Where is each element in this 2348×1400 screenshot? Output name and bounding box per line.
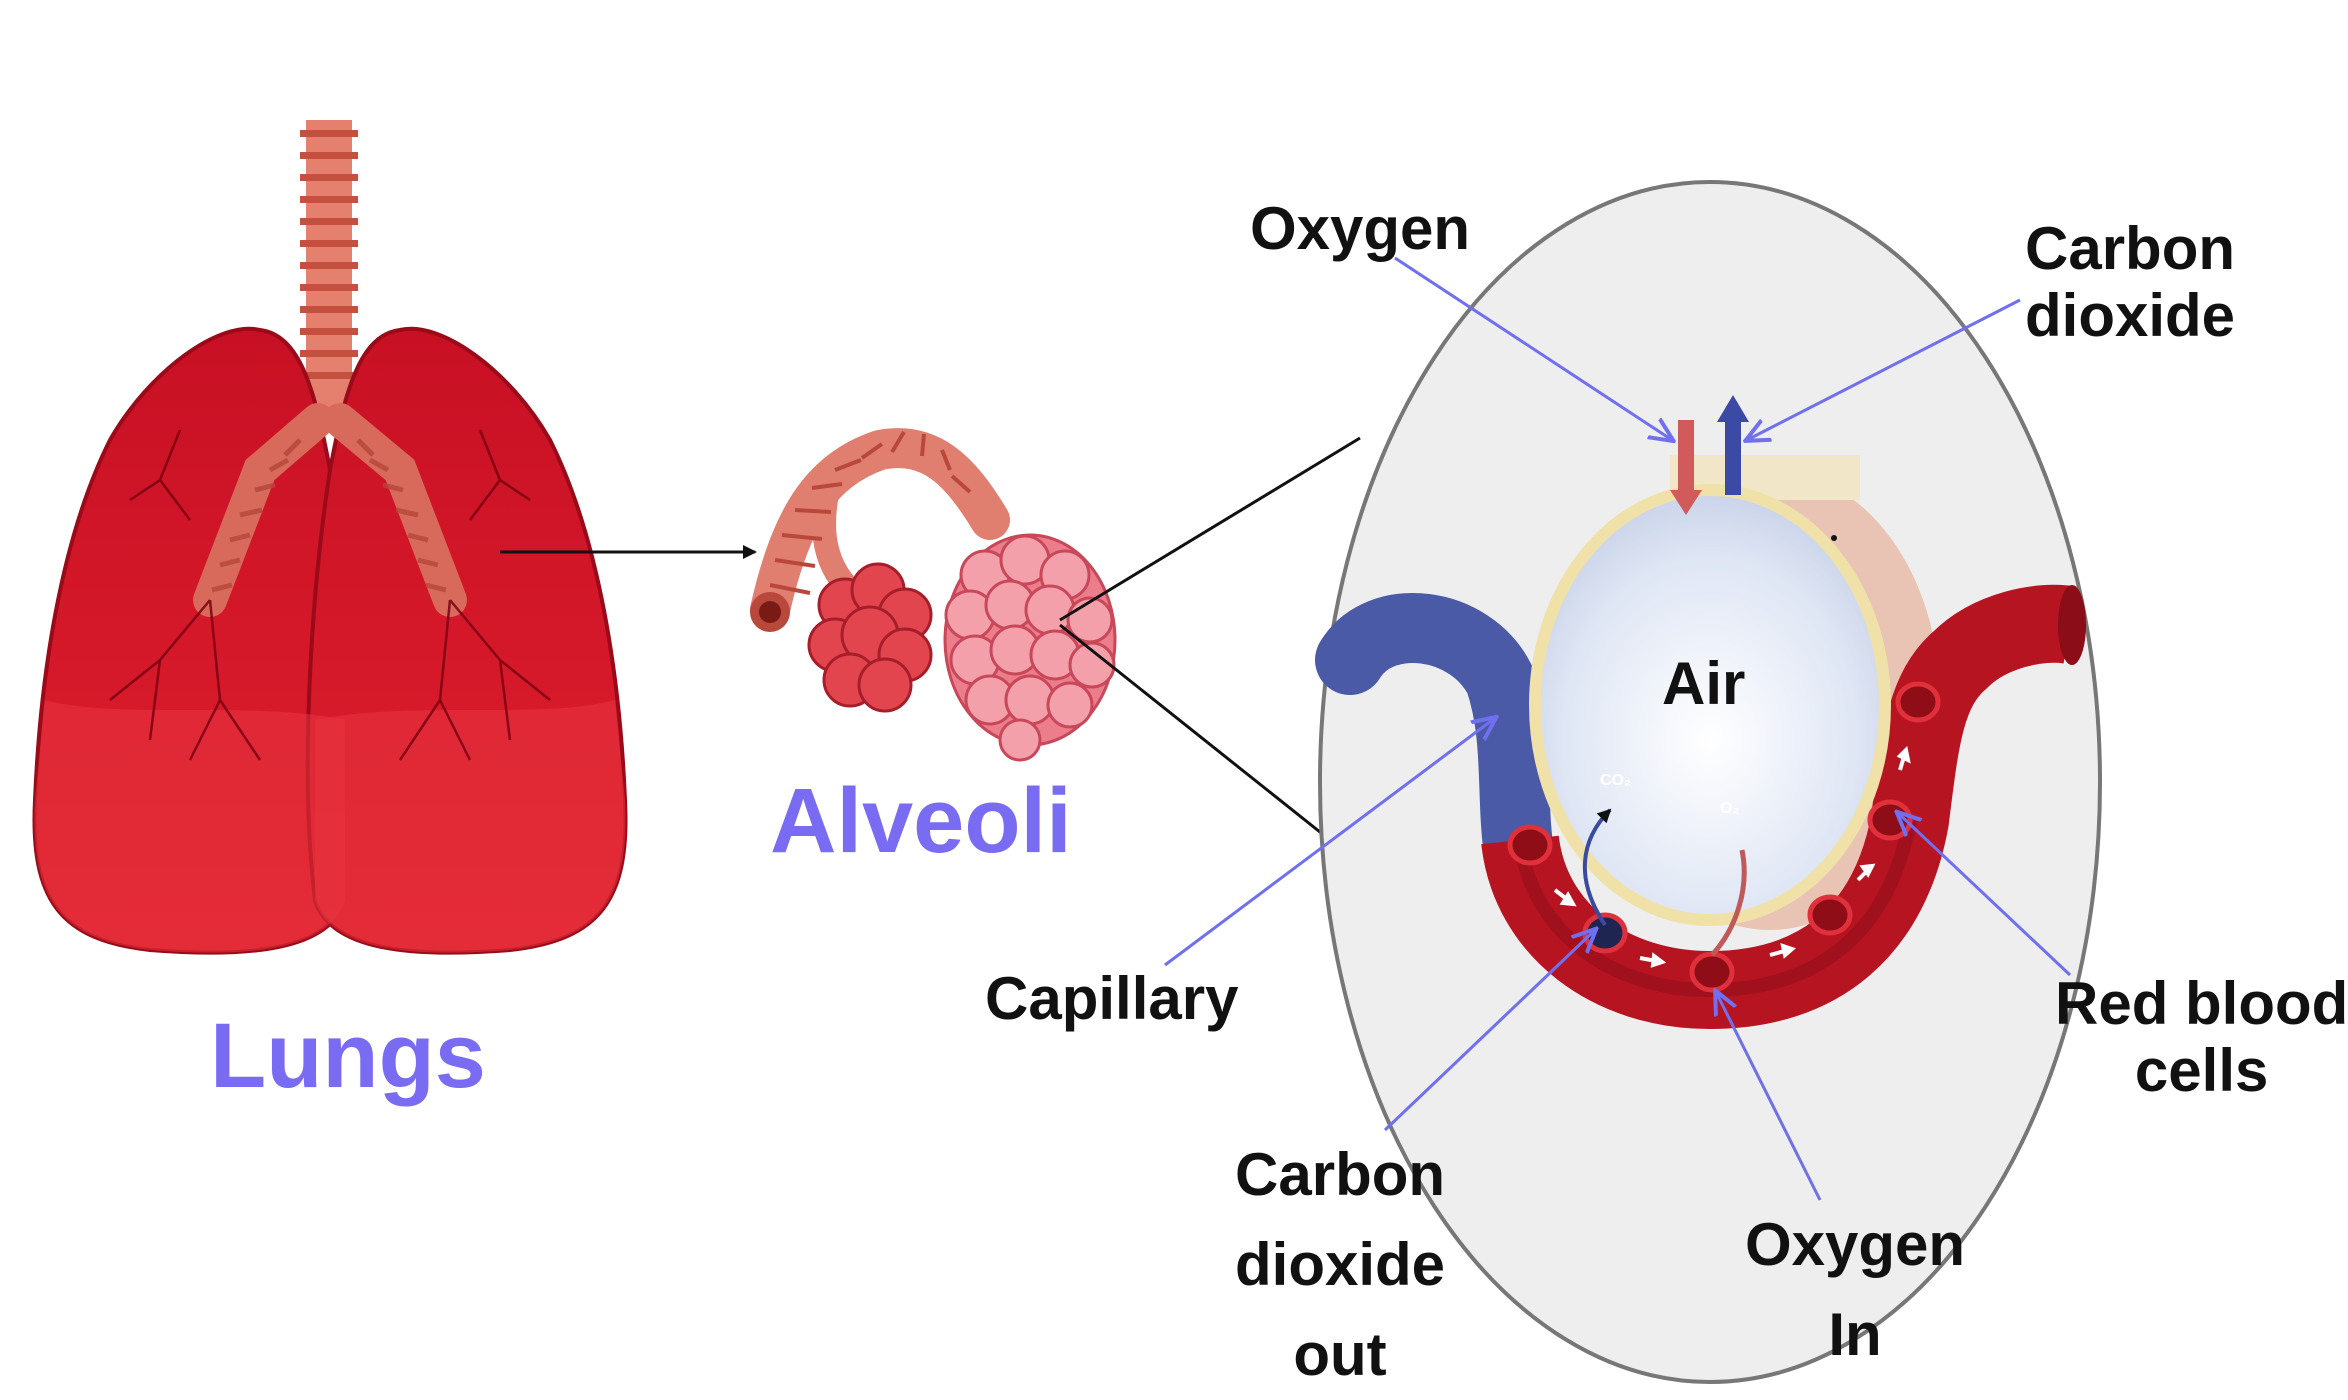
zoom-line-top <box>1059 436 1361 622</box>
air-label: Air <box>1662 650 1746 717</box>
carbon-dioxide-out-label: Carbon dioxide out <box>1235 1130 1445 1400</box>
o2-exchange-arrow <box>1710 849 1747 957</box>
o2-small-label: O₂ <box>1720 800 1740 817</box>
capillary-vein <box>1315 593 1555 895</box>
oxygen-in-arrow <box>1670 420 1702 515</box>
alveoli-label: Alveoli <box>770 770 1072 872</box>
lungs-label: Lungs <box>210 1005 486 1107</box>
air-sac <box>1529 484 1891 926</box>
red-blood-cells-line2: cells <box>2134 1037 2269 1105</box>
carbon-dioxide-top-line2: dioxide <box>2025 282 2236 350</box>
red-blood-cells-label: Red blood cells <box>2055 970 2348 1104</box>
alveoli-illustration <box>750 428 1117 762</box>
trachea <box>300 120 358 420</box>
capillary-label: Capillary <box>985 965 1239 1032</box>
oxygen-in-line1: Oxygen <box>1745 1211 1966 1278</box>
oxygen-in-line2: In <box>1828 1301 1882 1368</box>
oxygen-top-label: Oxygen <box>1250 195 1471 262</box>
carbon-dioxide-out-line1: Carbon <box>1235 1141 1446 1208</box>
bronchi <box>193 403 467 617</box>
co2-exchange-arrow <box>1583 808 1612 927</box>
co2-small-label: CO₂ <box>1600 772 1632 789</box>
alveoli-cluster-small <box>807 562 933 713</box>
carbon-dioxide-top-label: Carbon dioxide <box>2025 215 2235 349</box>
co2-out-arrow <box>1717 395 1749 495</box>
zoom-line-bottom <box>1059 623 1331 842</box>
red-blood-cells-line1: Red blood <box>2055 970 2348 1037</box>
carbon-dioxide-out-line2: dioxide <box>1235 1231 1446 1298</box>
alveolus-detail <box>1315 180 2102 1384</box>
lungs-illustration <box>32 120 628 955</box>
carbon-dioxide-out-line3: out <box>1293 1321 1387 1388</box>
label-pointers <box>1164 256 2072 1201</box>
carbon-dioxide-top-line1: Carbon <box>2025 215 2235 282</box>
blood-flow-arrows <box>1553 745 1911 968</box>
oxygen-in-label: Oxygen In <box>1745 1200 1965 1380</box>
alveoli-cluster-large <box>943 533 1117 762</box>
